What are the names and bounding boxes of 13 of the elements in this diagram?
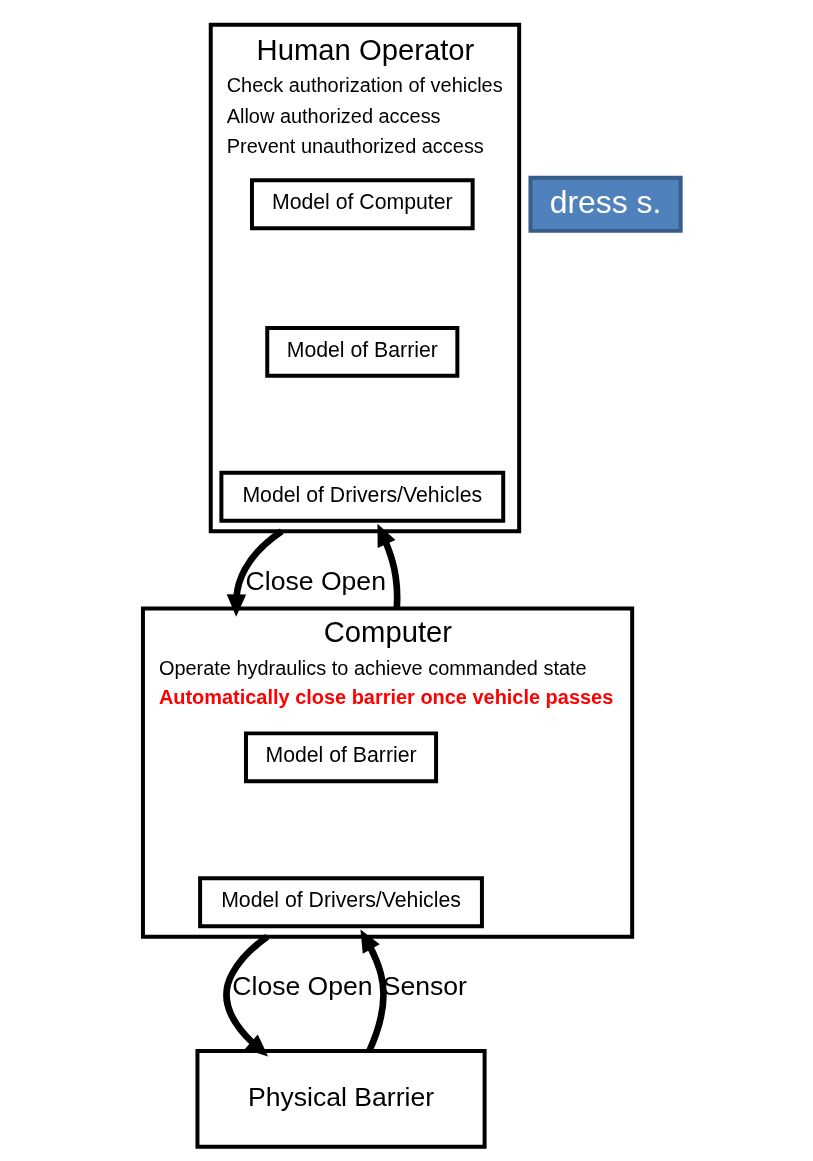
arrow [360,929,387,1053]
edge-label: Close Open [245,565,386,596]
node-box: dress s. [528,175,683,233]
node-box: Physical Barrier [195,1049,487,1149]
node-box: Model of Computer [249,178,475,231]
node-box: Model of Barrier [265,325,460,378]
arrow [226,528,284,617]
arrow [223,934,270,1057]
node-box: Model of Drivers/Vehicles [219,470,506,523]
arrow [377,523,401,609]
node-box: Model of Barrier [244,731,439,784]
node-box: Model of Drivers/Vehicles [198,876,484,929]
edge-label: Close Open [232,971,373,1002]
